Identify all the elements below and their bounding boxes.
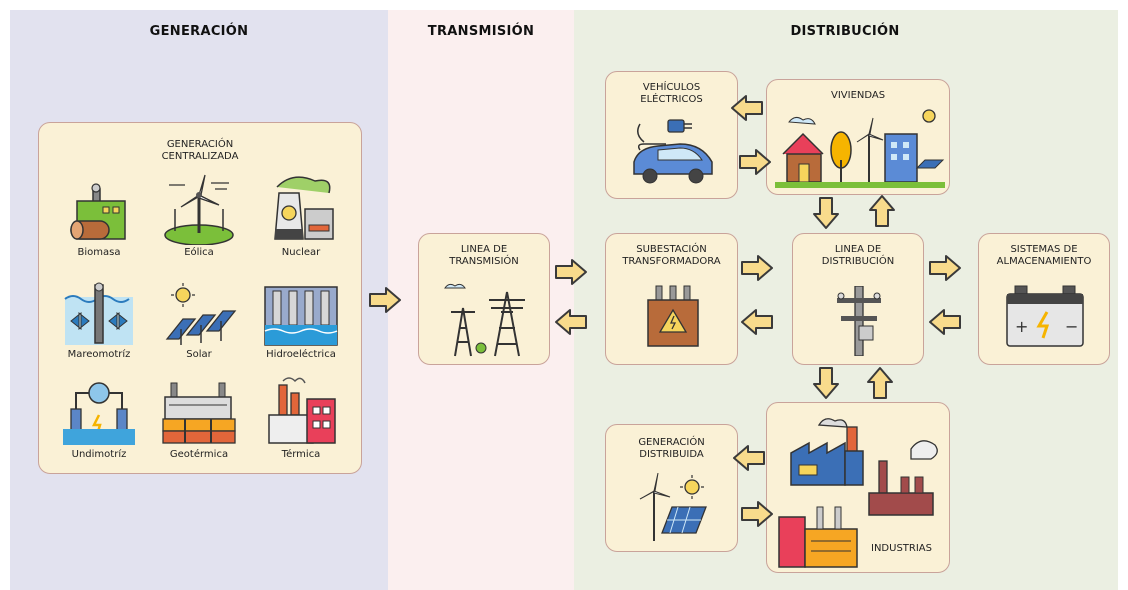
svg-text:−: − [1065, 317, 1078, 336]
biomass-icon [70, 183, 126, 240]
nuclear-label: Nuclear [281, 247, 321, 258]
gen-item-hydro: Hidroeléctrica [251, 281, 351, 360]
transmission-tower-icon [444, 283, 525, 357]
vehicles-label: VEHÍCULOS ELÉCTRICOS [640, 82, 703, 105]
geothermal-label: Geotérmica [169, 449, 229, 460]
substation-label: SUBESTACIÓN TRANSFORMADORA [622, 244, 721, 267]
hydro-label: Hidroeléctrica [266, 349, 336, 360]
centralized-generation-box: GENERACIÓN CENTRALIZADA Biomasa Eólica [38, 122, 362, 474]
utility-pole-icon [837, 286, 881, 356]
transmission-line-box: LINEA DE TRANSMISIÓN [418, 233, 550, 365]
gen-item-biomass: Biomasa [49, 183, 149, 258]
substation-box: SUBESTACIÓN TRANSFORMADORA [605, 233, 738, 365]
transformer-icon [647, 285, 699, 347]
industries-label: INDUSTRIAS [871, 543, 932, 554]
distributed-solar-wind-icon [639, 473, 707, 541]
tidal-icon [64, 282, 133, 345]
factories-icon [778, 418, 938, 568]
vehicles-box: VEHÍCULOS ELÉCTRICOS [605, 71, 738, 199]
gen-item-tidal: Mareomotríz [49, 281, 149, 360]
distributed-generation-label: GENERACIÓN DISTRIBUIDA [638, 437, 705, 460]
distribution-title: DISTRIBUCIÓN [790, 24, 900, 39]
homes-label: VIVIENDAS [831, 90, 886, 101]
distributed-generation-box: GENERACIÓN DISTRIBUIDA [605, 424, 738, 552]
gen-item-thermal: Térmica [251, 375, 351, 460]
gen-item-geothermal: Geotérmica [149, 375, 249, 460]
electric-car-icon [633, 119, 713, 184]
gen-item-solar: Solar [149, 283, 249, 360]
battery-icon: + − [1006, 285, 1084, 347]
transmission-title: TRANSMISIÓN [427, 24, 535, 39]
industries-box: INDUSTRIAS [766, 402, 950, 573]
wind-icon [164, 174, 234, 245]
storage-label: SISTEMAS DE ALMACENAMIENTO [996, 244, 1092, 267]
svg-text:+: + [1015, 317, 1028, 336]
gen-item-wind: Eólica [149, 173, 249, 258]
distribution-line-box: LINEA DE DISTRIBUCIÓN [792, 233, 924, 365]
biomass-label: Biomasa [77, 247, 121, 258]
gen-item-nuclear: Nuclear [251, 173, 351, 258]
storage-box: SISTEMAS DE ALMACENAMIENTO + − [978, 233, 1110, 365]
geothermal-icon [162, 382, 236, 444]
tidal-label: Mareomotríz [67, 349, 131, 360]
wave-icon [63, 382, 135, 445]
thermal-label: Térmica [281, 449, 321, 460]
solar-icon [165, 283, 237, 345]
distribution-line-label: LINEA DE DISTRIBUCIÓN [821, 244, 895, 267]
centralized-generation-title: GENERACIÓN CENTRALIZADA [161, 139, 239, 162]
transmission-line-label: LINEA DE TRANSMISIÓN [449, 244, 519, 267]
thermal-icon [268, 377, 336, 444]
nuclear-icon [274, 176, 334, 240]
hydro-icon [264, 286, 338, 346]
homes-box: VIVIENDAS [766, 79, 950, 195]
generation-title: GENERACIÓN [149, 24, 249, 39]
solar-label: Solar [186, 349, 212, 360]
wind-label: Eólica [184, 247, 214, 258]
wave-label: Undimotríz [71, 449, 127, 460]
houses-icon [775, 109, 945, 188]
gen-item-wave: Undimotríz [49, 379, 149, 460]
